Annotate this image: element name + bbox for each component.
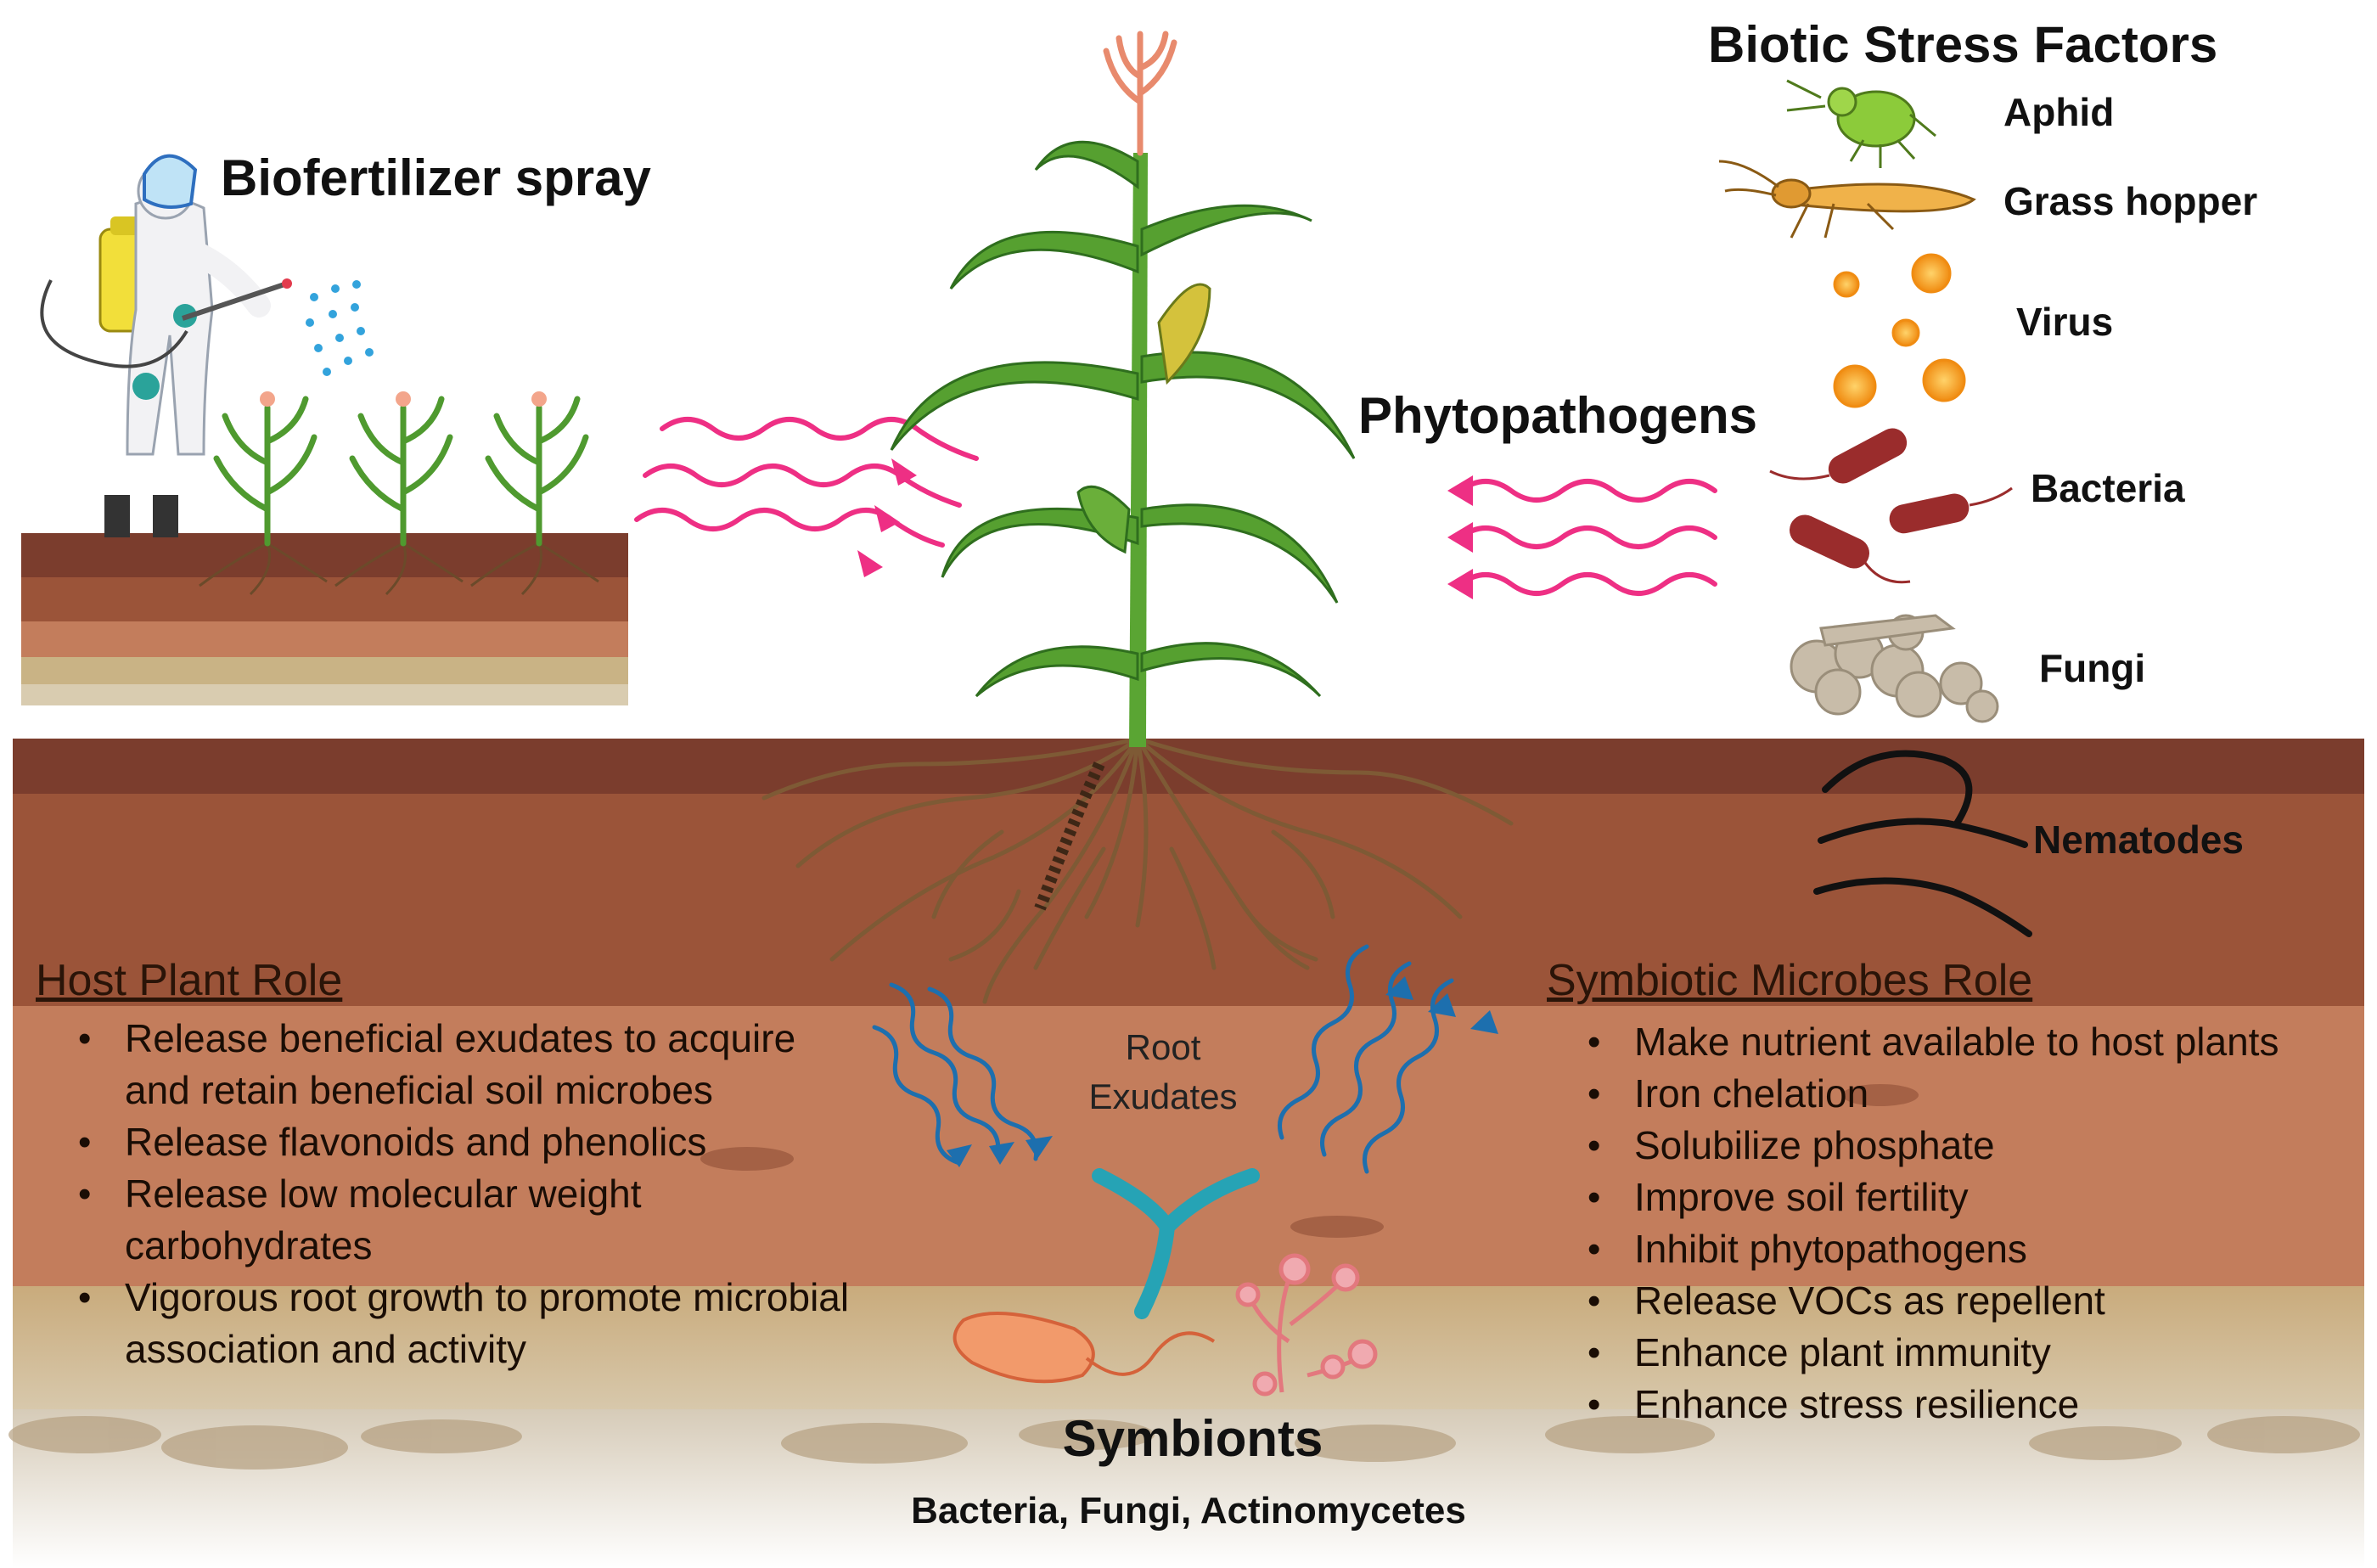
phytopathogen-arrows (1447, 475, 1717, 599)
root-exudates-label: Root Exudates (1053, 1023, 1273, 1121)
virus-icon (1833, 253, 1966, 408)
grasshopper-label: Grass hopper (2003, 179, 2258, 223)
host-plant-role-list: Release beneficial exudates to acquire a… (36, 1013, 851, 1375)
biofertilizer-spray-label: Biofertilizer spray (221, 149, 651, 206)
symbionts-subtitle: Bacteria, Fungi, Actinomycetes (911, 1490, 1466, 1531)
fungi-label: Fungi (2039, 646, 2146, 690)
bacteria-label: Bacteria (2031, 466, 2185, 510)
root-exudate-arrows (872, 944, 1498, 1174)
microbe-role-item: Iron chelation (1545, 1068, 2326, 1120)
microbe-role-item: Make nutrient available to host plants (1545, 1016, 2326, 1068)
symbiotic-microbes-role-heading: Symbiotic Microbes Role (1547, 956, 2033, 1005)
symbiont-fungus-icon (1235, 1253, 1378, 1397)
spray-droplets (306, 280, 374, 376)
host-role-item: Release low molecular weight carbohydrat… (36, 1168, 851, 1272)
host-plant-role-heading: Host Plant Role (36, 956, 343, 1005)
microbe-role-item: Improve soil fertility (1545, 1172, 2326, 1223)
bacteria-icon (1769, 428, 2013, 584)
root-system (761, 736, 1514, 1004)
fungi-icon (1790, 614, 1999, 723)
microbe-role-item: Solubilize phosphate (1545, 1120, 2326, 1172)
spray-worker-figure (40, 154, 374, 537)
virus-label: Virus (2016, 300, 2114, 344)
host-role-item: Release beneficial exudates to acquire a… (36, 1013, 851, 1116)
symbionts-label: Symbionts (1062, 1410, 1323, 1467)
aphid-label: Aphid (2003, 90, 2115, 134)
maize-plant (761, 31, 1514, 1004)
host-role-item: Vigorous root growth to promote microbia… (36, 1272, 851, 1375)
nematodes-label: Nematodes (2033, 818, 2244, 862)
microbe-role-item: Enhance plant immunity (1545, 1327, 2326, 1379)
root-exudates-line2: Exudates (1088, 1076, 1238, 1116)
microbe-role-item: Enhance stress resilience (1545, 1379, 2326, 1430)
grasshopper-icon (1718, 160, 1976, 239)
aphid-icon (1786, 79, 1936, 168)
symbiont-bacterium-icon (952, 1312, 1216, 1384)
nematodes-icon (1813, 750, 2032, 937)
host-role-item: Release flavonoids and phenolics (36, 1116, 851, 1168)
biofertilizer-arrows (634, 417, 979, 577)
actinomycete-icon (1092, 1168, 1260, 1319)
field-inset (21, 391, 628, 705)
microbe-role-item: Release VOCs as repellent (1545, 1275, 2326, 1327)
root-exudates-line1: Root (1125, 1027, 1201, 1067)
microbe-role-item: Inhibit phytopathogens (1545, 1223, 2326, 1275)
phytopathogens-label: Phytopathogens (1358, 387, 1758, 444)
symbiotic-microbes-role-list: Make nutrient available to host plants I… (1545, 1016, 2326, 1430)
tassel (1103, 31, 1177, 156)
biotic-stress-title: Biotic Stress Factors (1708, 16, 2218, 73)
small-maize-plants (213, 391, 589, 547)
